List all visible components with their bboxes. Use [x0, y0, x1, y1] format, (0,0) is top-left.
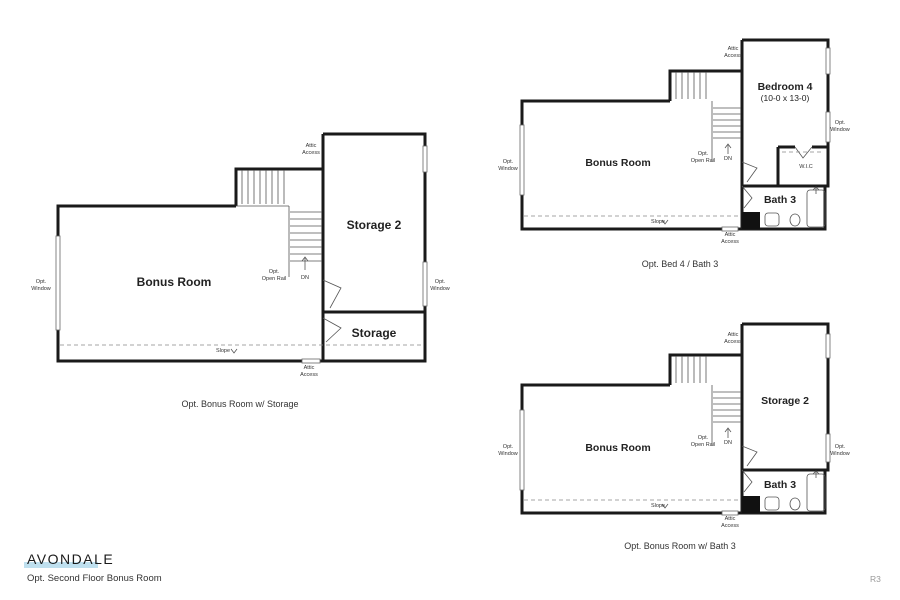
bathtub-icon: [806, 473, 826, 512]
slope-label: Slope: [216, 348, 230, 354]
window-left-label: Opt.: [503, 159, 514, 165]
window-right-label-2: Window: [830, 451, 850, 457]
brand-title: AVONDALE: [27, 551, 115, 567]
window-left-label: Opt.: [36, 279, 47, 285]
window-left: [519, 409, 525, 491]
attic-access-bottom-label-2: Access: [721, 239, 739, 245]
attic-access-bottom: [301, 358, 321, 364]
window-top: [825, 47, 831, 75]
window-right: [825, 111, 831, 143]
plan1-caption: Opt. Bonus Room w/ Storage: [181, 399, 298, 409]
bathtub-icon: [806, 189, 826, 228]
open-rail-label: Opt.: [698, 435, 709, 441]
stairs: [675, 72, 741, 162]
dn-label: DN: [301, 275, 309, 281]
storage2-label: Storage 2: [347, 218, 402, 232]
plan-bonus-room-bath3: Bonus Room Storage 2 Bath 3 Slope Attic …: [498, 322, 850, 551]
window-right-label-2: Window: [830, 127, 850, 133]
dn-label: DN: [724, 440, 732, 446]
attic-access-top-label: Attic: [728, 46, 739, 52]
window-right-label-2: Window: [430, 286, 450, 292]
bath3-label: Bath 3: [764, 479, 796, 491]
linen-block: [742, 496, 760, 513]
storage-door[interactable]: [322, 317, 342, 343]
attic-access-bottom-label-2: Access: [721, 523, 739, 529]
window-left-label: Opt.: [503, 444, 514, 450]
window-left-label-2: Window: [498, 451, 518, 457]
attic-access-bottom: [721, 510, 739, 516]
sink-icon: [764, 212, 780, 227]
bath3-label: Bath 3: [764, 194, 796, 206]
attic-access-top-label-2: Access: [724, 339, 742, 345]
toilet-icon: [789, 213, 801, 227]
open-rail-label: Opt.: [269, 269, 280, 275]
storage2-door[interactable]: [741, 445, 758, 467]
storage2-door[interactable]: [322, 279, 342, 309]
attic-access-bottom-label: Attic: [725, 516, 736, 522]
stairs: [236, 170, 322, 277]
bonus-room-label: Bonus Room: [137, 275, 212, 289]
window-storage2: [422, 145, 428, 173]
attic-access-top-label-2: Access: [302, 150, 320, 156]
sink-icon: [764, 496, 780, 511]
toilet-icon: [789, 497, 801, 511]
page-number: R3: [870, 574, 881, 584]
window-right-label: Opt.: [835, 444, 846, 450]
bedroom4-label: Bedroom 4: [758, 81, 813, 93]
brand-underline: [24, 562, 98, 568]
window-right-label: Opt.: [435, 279, 446, 285]
stairs: [675, 356, 741, 446]
window-left: [519, 124, 525, 196]
attic-access-top-label: Attic: [306, 143, 317, 149]
plan-bed4-bath3: Bonus Room Bedroom 4 (10-0 x 13-0) Bath …: [498, 38, 850, 269]
bonus-room-label: Bonus Room: [585, 157, 650, 169]
attic-access-top-label-2: Access: [724, 53, 742, 59]
wic-label: W.I.C: [799, 164, 812, 170]
attic-access-bottom-label: Attic: [725, 232, 736, 238]
storage2-label: Storage 2: [761, 395, 809, 407]
linen-block: [742, 212, 760, 229]
bonus-room-label: Bonus Room: [585, 442, 650, 454]
plan2-caption: Opt. Bed 4 / Bath 3: [642, 259, 719, 269]
bedroom4-dimensions: (10-0 x 13-0): [761, 93, 810, 103]
storage-label: Storage: [352, 326, 397, 340]
bedroom-door[interactable]: [741, 161, 758, 183]
wic-walls: [776, 145, 828, 186]
bath-door[interactable]: [741, 469, 753, 493]
plan3-caption: Opt. Bonus Room w/ Bath 3: [624, 541, 736, 551]
open-rail-label-2: Open Rail: [691, 442, 715, 448]
window-right: [825, 433, 831, 463]
window-right: [422, 261, 428, 307]
attic-access-bottom: [721, 226, 739, 232]
window-right-label: Opt.: [835, 120, 846, 126]
slope-label: Slope: [651, 503, 665, 509]
page-subtitle: Opt. Second Floor Bonus Room: [27, 573, 162, 584]
bath-door[interactable]: [741, 185, 753, 209]
open-rail-label-2: Open Rail: [262, 276, 286, 282]
plan-bonus-room-storage: Bonus Room Storage 2 Storage Slope Attic…: [31, 132, 450, 409]
window-left-label-2: Window: [31, 286, 51, 292]
open-rail-label: Opt.: [698, 151, 709, 157]
window-left: [55, 235, 61, 331]
window-top: [825, 333, 831, 359]
attic-access-bottom-label: Attic: [304, 365, 315, 371]
slope-label: Slope: [651, 219, 665, 225]
attic-access-bottom-label-2: Access: [300, 372, 318, 378]
attic-access-top-label: Attic: [728, 332, 739, 338]
window-left-label-2: Window: [498, 166, 518, 172]
open-rail-label-2: Open Rail: [691, 158, 715, 164]
dn-label: DN: [724, 156, 732, 162]
